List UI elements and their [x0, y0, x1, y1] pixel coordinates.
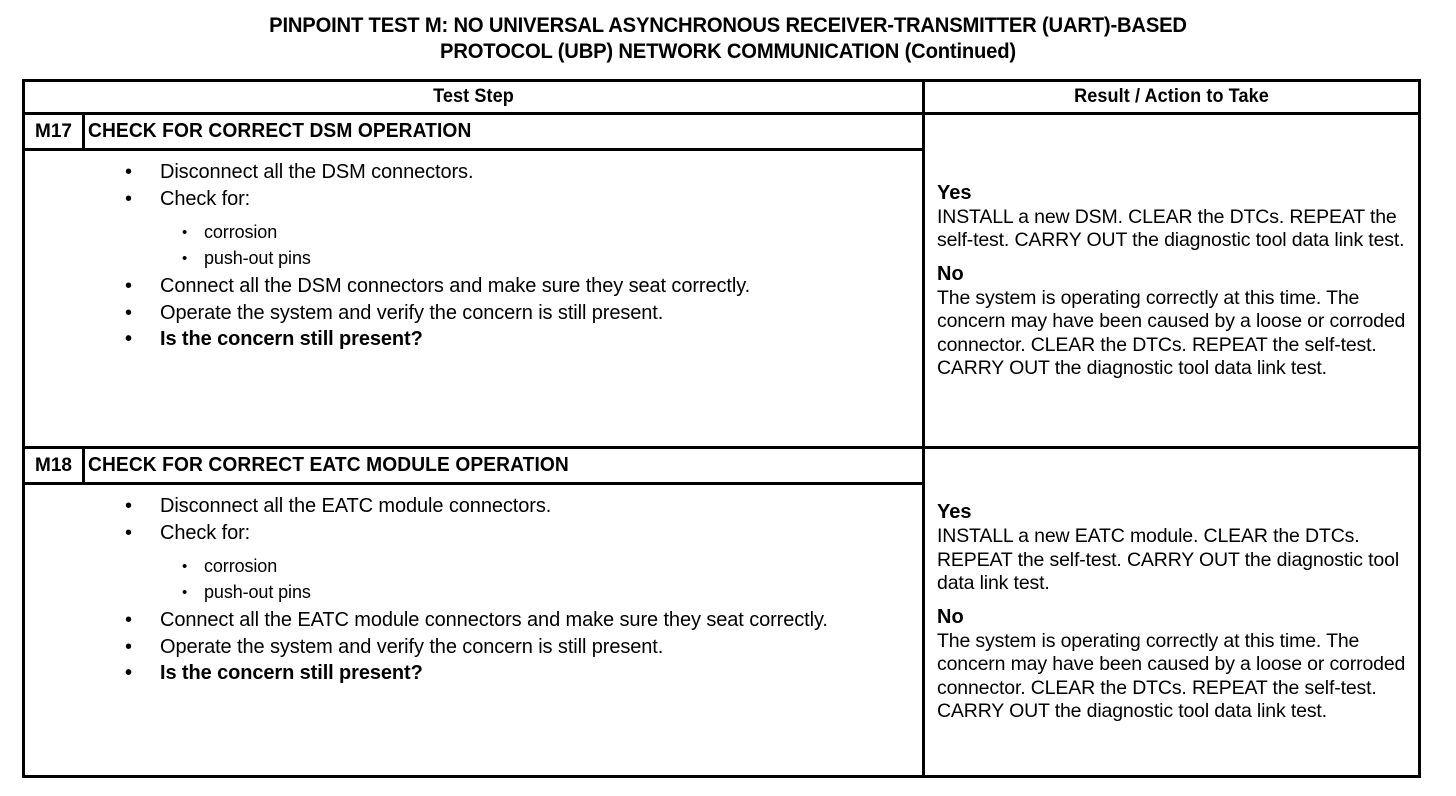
step-id-m18: M18 [25, 449, 85, 482]
list-item: • Connect all the EATC module connectors… [25, 607, 922, 634]
list-item: • Disconnect all the EATC module connect… [25, 493, 922, 520]
result-actions-m17: Yes INSTALL a new DSM. CLEAR the DTCs. R… [925, 115, 1418, 446]
sub-list-item-text: push-out pins [204, 247, 311, 268]
bullet-icon: • [125, 275, 132, 297]
nested-list-wrapper: • corrosion • push-out pins [25, 554, 922, 605]
list-item-question: • Is the concern still present? [25, 326, 922, 353]
bullet-icon: • [125, 187, 132, 210]
result-text-yes: INSTALL a new EATC module. CLEAR the DTC… [937, 525, 1400, 595]
step-title-m17: CHECK FOR CORRECT DSM OPERATION [88, 120, 472, 142]
table-row: M17 CHECK FOR CORRECT DSM OPERATION • Di… [25, 115, 1418, 446]
list-item: • Disconnect all the DSM connectors. [25, 159, 922, 186]
page-title-line-1: PINPOINT TEST M: NO UNIVERSAL ASYNCHRONO… [269, 13, 1187, 37]
step-title-m18: CHECK FOR CORRECT EATC MODULE OPERATION [88, 454, 569, 476]
bullet-icon: • [125, 328, 132, 350]
column-header-test-step: Test Step [433, 86, 514, 107]
bullet-icon: • [125, 609, 132, 631]
list-item-text: Operate the system and verify the concer… [160, 635, 664, 658]
table-header-row: Test Step Result / Action to Take [25, 82, 1418, 115]
sub-list-item: • corrosion [182, 220, 892, 246]
list-item-text: Connect all the EATC module connectors a… [160, 609, 828, 631]
list-item-text: Disconnect all the EATC module connector… [160, 495, 552, 517]
sub-bullet-icon: • [182, 224, 188, 241]
bullet-icon: • [125, 635, 132, 658]
list-item-text: Is the concern still present? [160, 328, 423, 350]
result-label-yes: Yes [937, 501, 972, 524]
step-id-m17: M17 [25, 115, 85, 148]
step-instructions-m17: • Disconnect all the DSM connectors. • C… [25, 151, 922, 353]
sub-instruction-list: • corrosion • push-out pins [182, 554, 892, 605]
list-item-text: Check for: [160, 521, 251, 544]
page-title: PINPOINT TEST M: NO UNIVERSAL ASYNCHRONO… [44, 12, 1413, 64]
result-actions-m18: Yes INSTALL a new EATC module. CLEAR the… [925, 449, 1418, 775]
result-text-no: The system is operating correctly at thi… [937, 286, 1406, 380]
list-item: • Operate the system and verify the conc… [25, 300, 922, 327]
list-item: • Check for: [25, 520, 922, 547]
result-label-no: No [937, 262, 964, 285]
sub-instruction-list: • corrosion • push-out pins [182, 220, 892, 271]
nested-list-wrapper: • corrosion • push-out pins [25, 220, 922, 271]
sub-list-item-text: corrosion [204, 556, 278, 576]
instruction-list: • Disconnect all the DSM connectors. • C… [25, 159, 922, 353]
instruction-list: • Disconnect all the EATC module connect… [25, 493, 922, 687]
step-title-bar: M17 CHECK FOR CORRECT DSM OPERATION [25, 115, 922, 151]
list-item: • Operate the system and verify the conc… [25, 634, 922, 661]
list-item-question: • Is the concern still present? [25, 660, 922, 687]
step-title-bar: M18 CHECK FOR CORRECT EATC MODULE OPERAT… [25, 449, 922, 485]
list-item-text: Disconnect all the DSM connectors. [160, 161, 474, 183]
sub-list-item: • push-out pins [182, 580, 892, 606]
result-text-yes: INSTALL a new DSM. CLEAR the DTCs. REPEA… [937, 205, 1405, 252]
sub-bullet-icon: • [182, 558, 188, 575]
sub-list-item: • push-out pins [182, 246, 892, 272]
sub-bullet-icon: • [182, 249, 188, 267]
list-item: • Check for: [25, 186, 922, 213]
bullet-icon: • [125, 161, 132, 183]
column-header-result-action: Result / Action to Take [1074, 86, 1269, 107]
result-text-no: The system is operating correctly at thi… [937, 629, 1406, 723]
column-divider [922, 82, 925, 775]
sub-list-item-text: push-out pins [204, 581, 311, 602]
list-item-text: Connect all the DSM connectors and make … [160, 275, 751, 297]
sub-list-item: • corrosion [182, 554, 892, 580]
step-instructions-m18: • Disconnect all the EATC module connect… [25, 485, 922, 687]
bullet-icon: • [125, 301, 132, 324]
bullet-icon: • [125, 495, 132, 517]
result-label-no: No [937, 605, 964, 628]
bullet-icon: • [125, 662, 132, 684]
list-item-text: Is the concern still present? [160, 662, 423, 684]
pinpoint-test-table: Test Step Result / Action to Take M17 CH… [22, 79, 1421, 778]
sub-list-item-text: corrosion [204, 222, 278, 242]
list-item-text: Check for: [160, 187, 251, 210]
page-title-line-2: PROTOCOL (UBP) NETWORK COMMUNICATION (Co… [440, 39, 1016, 63]
list-item-text: Operate the system and verify the concer… [160, 301, 664, 324]
list-item: • Connect all the DSM connectors and mak… [25, 273, 922, 300]
result-label-yes: Yes [937, 181, 972, 204]
table-row: M18 CHECK FOR CORRECT EATC MODULE OPERAT… [25, 446, 1418, 775]
sub-bullet-icon: • [182, 583, 188, 601]
bullet-icon: • [125, 521, 132, 544]
